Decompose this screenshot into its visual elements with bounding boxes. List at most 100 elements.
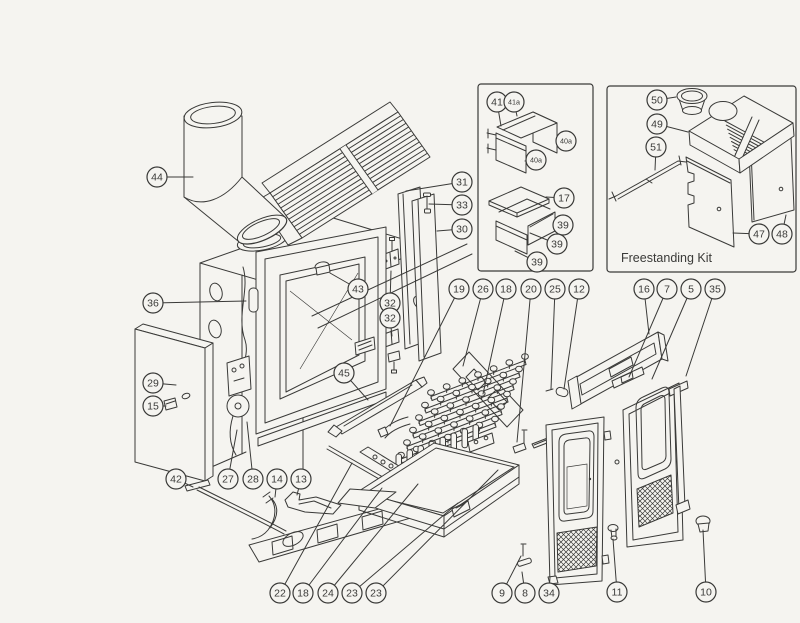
callout-number: 30	[456, 224, 468, 236]
callout-number: 9	[499, 588, 505, 600]
callout-number: 40a	[560, 137, 572, 146]
callout-44: 44	[146, 166, 194, 188]
brick-box	[488, 186, 556, 255]
callout-13: 13	[290, 468, 312, 496]
callout-15: 15	[142, 395, 167, 417]
callout-number: 11	[612, 587, 623, 599]
callout-19: 19	[389, 278, 470, 427]
brick-bracket	[486, 111, 558, 174]
flue-pipe	[183, 101, 288, 245]
callout-number: 18	[500, 284, 512, 296]
callout-number: 49	[651, 119, 663, 131]
operating-rod	[196, 486, 304, 547]
callout-number: 7	[664, 284, 670, 296]
callout-17: 17	[545, 187, 575, 209]
callout-27: 27	[217, 429, 239, 490]
grate-shaker-arm	[377, 416, 411, 439]
callout-number: 36	[147, 298, 159, 310]
callout-number: 23	[346, 588, 358, 600]
door-vent-mesh	[557, 527, 597, 572]
callout-number: 17	[558, 193, 570, 205]
callout-number: 15	[147, 401, 159, 413]
callout-number: 26	[477, 284, 489, 296]
callout-14: 14	[266, 468, 288, 498]
callout-number: 8	[522, 588, 528, 600]
callout-23: 23	[341, 502, 459, 604]
freestanding-kit-label: Freestanding Kit	[621, 251, 713, 265]
callout-number: 14	[271, 474, 283, 486]
callout-number: 39	[551, 239, 563, 251]
callout-45: 45	[333, 362, 369, 401]
door-knob-large	[695, 515, 711, 533]
callout-number: 22	[274, 588, 286, 600]
callout-number: 39	[531, 257, 543, 269]
callout-30: 30	[436, 218, 473, 240]
callout-8: 8	[514, 571, 536, 604]
callout-25: 25	[544, 278, 566, 390]
brick-kit-inset	[477, 83, 594, 272]
callout-number: 16	[638, 284, 650, 296]
callout-11: 11	[606, 538, 628, 603]
callout-number: 35	[709, 284, 721, 296]
ash-fender-rail	[327, 376, 428, 438]
callout-number: 31	[456, 177, 468, 189]
seal-strip	[184, 479, 211, 492]
baffle-panels	[397, 186, 442, 362]
left-door	[545, 416, 612, 586]
callout-number: 48	[776, 229, 788, 241]
tool-door-handle	[284, 491, 342, 515]
flue-collar	[676, 88, 708, 115]
callout-number: 28	[247, 474, 259, 486]
callout-33: 33	[428, 194, 473, 216]
callout-28: 28	[242, 421, 264, 490]
callout-20: 20	[516, 278, 542, 443]
kit-rod	[608, 155, 687, 202]
callout-number: 20	[525, 284, 537, 296]
callout-number: 45	[338, 368, 350, 380]
callout-number: 44	[151, 172, 163, 184]
callout-number: 12	[573, 284, 585, 296]
grille-louver-slats	[272, 115, 428, 235]
callout-number: 19	[453, 284, 465, 296]
callout-24: 24	[317, 483, 419, 604]
callout-number: 29	[147, 378, 159, 390]
callout-number: 41	[491, 97, 503, 109]
callout-50: 50	[646, 89, 677, 111]
kit-side-panel-left	[685, 156, 735, 248]
callout-number: 5	[688, 284, 694, 296]
callout-51: 51	[645, 136, 667, 171]
callout-number: 51	[650, 142, 662, 154]
callout-number: 32	[384, 298, 396, 310]
callout-34: 34	[538, 576, 560, 604]
callout-41: 41	[486, 91, 508, 127]
callout-number: 40a	[530, 156, 542, 165]
callout-9: 9	[491, 555, 522, 604]
callout-16: 16	[633, 278, 655, 335]
callout-41a: 41a	[503, 91, 525, 117]
callout-number: 42	[170, 474, 182, 486]
callout-42: 42	[165, 468, 194, 490]
callout-18: 18	[292, 487, 383, 604]
callout-31: 31	[405, 171, 473, 193]
callout-40a: 40a	[524, 149, 547, 171]
callout-32: 32	[379, 307, 401, 337]
brick-wedge	[337, 488, 397, 509]
callout-number: 13	[295, 474, 307, 486]
callout-number: 33	[456, 200, 468, 212]
callout-number: 34	[543, 588, 555, 600]
callout-number: 39	[557, 220, 569, 232]
alignment-lines	[311, 243, 473, 329]
callout-12: 12	[563, 278, 590, 390]
pedestal-skirt	[248, 488, 460, 563]
callout-number: 50	[651, 95, 663, 107]
panel-clip	[163, 392, 191, 411]
door-top-frame	[567, 331, 669, 410]
callout-43: 43	[329, 272, 369, 300]
base-plate	[358, 442, 520, 538]
grate-support-bracket	[467, 432, 495, 453]
right-door	[614, 380, 691, 548]
callout-5: 5	[651, 278, 702, 380]
